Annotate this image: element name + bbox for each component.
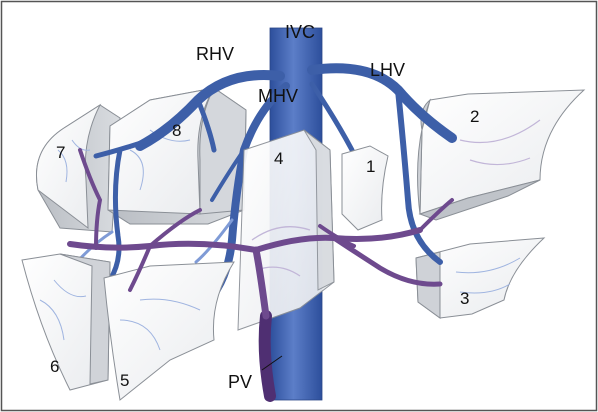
segment-1 [342,146,388,230]
segment-7 [36,105,120,232]
segment-3 [416,238,544,318]
label-mhv: MHV [258,86,298,106]
label-lhv: LHV [370,60,405,80]
segment-2-label: 2 [470,107,479,126]
segment-6 [22,254,110,390]
segment-4-label: 4 [274,149,283,168]
segment-1-label: 1 [366,157,375,176]
segment-5-label: 5 [120,371,129,390]
label-ivc: IVC [285,22,315,42]
segment-6-label: 6 [50,357,59,376]
segment-7-label: 7 [56,143,65,162]
segment-8-label: 8 [172,121,181,140]
label-pv: PV [228,372,252,392]
segment-3-label: 3 [460,289,469,308]
segment-2 [418,90,584,220]
segment-8 [108,88,246,224]
label-rhv: RHV [196,44,234,64]
